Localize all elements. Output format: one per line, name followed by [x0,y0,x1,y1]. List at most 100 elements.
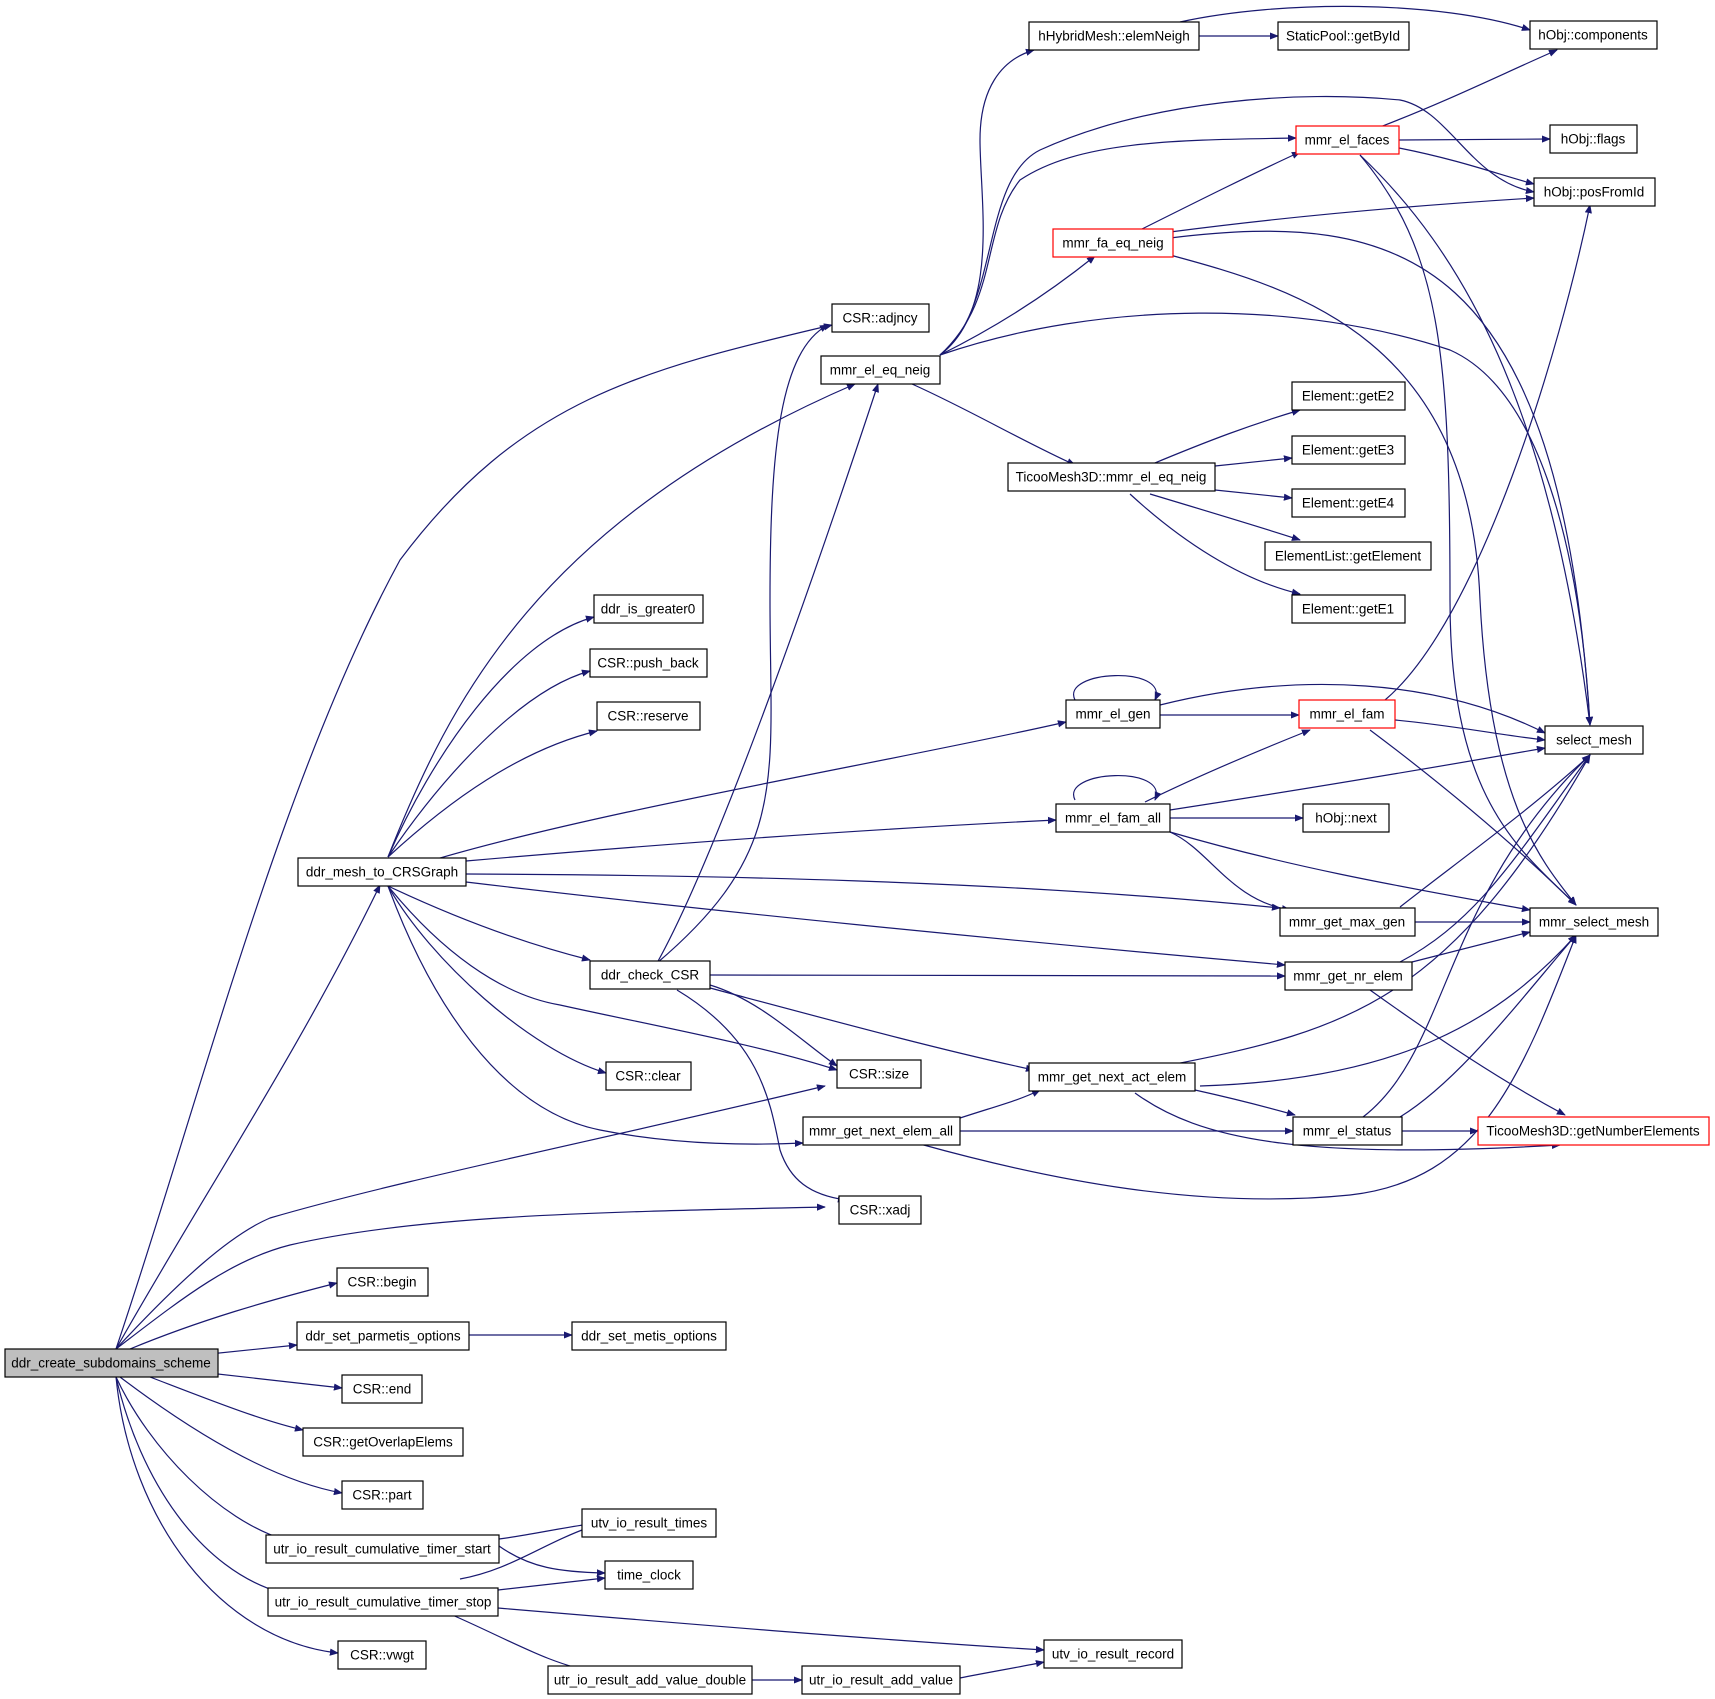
node-csr-reserve[interactable]: CSR::reserve [596,701,701,731]
svg-text:hObj::next: hObj::next [1315,811,1377,826]
node-utv-io-result-times[interactable]: utv_io_result_times [581,1508,717,1538]
edge-fa-mmr-el-faces [1139,151,1301,231]
svg-text:Element::getE4: Element::getE4 [1302,496,1395,511]
svg-text:TicooMesh3D::getNumberElements: TicooMesh3D::getNumberElements [1486,1124,1700,1139]
edge-root-ddr-mesh-to-crsgraph [115,884,381,1350]
edge-faces-mmr-select-mesh [1359,154,1577,906]
node-ddr-set-parmetis-options[interactable]: ddr_set_parmetis_options [296,1321,470,1351]
edge-mesh-ddr-is-greater0 [387,615,595,858]
node-csr-getoverlapelems[interactable]: CSR::getOverlapElems [302,1427,464,1457]
node-select-mesh[interactable]: select_mesh [1544,725,1644,755]
node-time-clock[interactable]: time_clock [604,1560,694,1590]
node-hhybrid-elemneigh[interactable]: hHybridMesh::elemNeigh [1028,21,1200,51]
edge-check-mmr-get-next-act-elem [709,987,1035,1072]
node-hobj-flags[interactable]: hObj::flags [1549,124,1638,154]
edge-mesh-csr-size [387,885,838,1071]
edge-ticoo-gete4 [1214,489,1293,501]
node-mmr-select-mesh[interactable]: mmr_select_mesh [1529,907,1659,937]
node-staticpool-getbyid[interactable]: StaticPool::getById [1277,21,1410,51]
edge-next-all-next-act [959,1089,1041,1119]
svg-text:ddr_set_parmetis_options: ddr_set_parmetis_options [305,1329,461,1344]
node-csr-adjncy[interactable]: CSR::adjncy [831,303,930,333]
node-mmr-el-fam[interactable]: mmr_el_fam [1298,699,1396,729]
node-mmr-el-eq-neig[interactable]: mmr_el_eq_neig [820,355,941,385]
node-mmr-el-fam-all[interactable]: mmr_el_fam_all [1055,803,1171,833]
edge-eq-neig-select-mesh [939,312,1594,726]
edge-fam-select-mesh [1394,719,1546,743]
node-csr-end[interactable]: CSR::end [341,1374,423,1404]
node-elementlist-getelement[interactable]: ElementList::getElement [1264,541,1432,571]
node-csr-size[interactable]: CSR::size [836,1059,922,1089]
node-csr-clear[interactable]: CSR::clear [605,1061,692,1091]
svg-text:hHybridMesh::elemNeigh: hHybridMesh::elemNeigh [1038,29,1190,44]
node-ticoo-mmr-el-eq-neig[interactable]: TicooMesh3D::mmr_el_eq_neig [1007,462,1216,492]
node-mmr-el-status[interactable]: mmr_el_status [1292,1116,1403,1146]
svg-text:CSR::end: CSR::end [353,1382,412,1397]
edge-hhybrid-components [1179,5,1531,31]
node-element-gete3[interactable]: Element::getE3 [1291,435,1406,465]
svg-text:mmr_get_next_act_elem: mmr_get_next_act_elem [1038,1070,1187,1085]
edge-root-csr-begin [129,1281,338,1350]
edge-root-csr-adjncy [115,323,833,1350]
edge-fam-all-max-gen [1169,831,1291,913]
node-ddr-mesh-to-crsgraph[interactable]: ddr_mesh_to_CRSGraph [297,857,467,887]
node-hobj-components[interactable]: hObj::components [1529,20,1658,50]
edge-ticoo-gete2 [1149,408,1301,466]
edge-faces-components [1379,49,1558,128]
edge-fam-all-select-mesh [1169,745,1546,811]
edge-fa-select-mesh [1169,230,1594,726]
edge-ticoo-elementlist [1149,493,1301,541]
edge-eq-neig-mmr-fa-eq-neig [939,255,1096,356]
node-mmr-el-gen[interactable]: mmr_el_gen [1065,699,1161,729]
svg-text:utr_io_result_cumulative_timer: utr_io_result_cumulative_timer_stop [275,1595,492,1610]
node-csr-part[interactable]: CSR::part [341,1480,424,1510]
edge-mesh-csr-push-back [387,669,591,858]
edge-check-mmr-get-nr-elem [709,972,1286,980]
edge-timer-stop-utv-times [459,1526,591,1580]
node-ddr-set-metis-options[interactable]: ddr_set_metis_options [571,1321,727,1351]
node-mmr-get-next-elem-all[interactable]: mmr_get_next_elem_all [802,1116,961,1146]
svg-text:ddr_is_greater0: ddr_is_greater0 [601,602,696,617]
node-mmr-get-max-gen[interactable]: mmr_get_max_gen [1279,907,1416,937]
edge-fam-posfromid [1384,204,1592,701]
node-element-gete2[interactable]: Element::getE2 [1291,381,1406,411]
node-mmr-fa-eq-neig[interactable]: mmr_fa_eq_neig [1052,228,1174,258]
node-hobj-posfromid[interactable]: hObj::posFromId [1533,177,1656,207]
node-ddr-is-greater0[interactable]: ddr_is_greater0 [593,594,704,624]
edge-el-gen-select-mesh [1159,683,1546,734]
edge-root-utr-timer-start [115,1376,286,1542]
edge-check-mmr-el-eq-neig [656,383,879,964]
edge-mesh-ddr-check-csr [387,885,591,962]
svg-text:StaticPool::getById: StaticPool::getById [1286,29,1400,44]
edge-fam-all-el-fam [1144,729,1311,803]
node-utr-timer-start[interactable]: utr_io_result_cumulative_timer_start [265,1534,500,1564]
edge-eq-neig-ticoo-eq-neig [911,383,1076,466]
edge-el-gen-self [1073,675,1162,701]
svg-text:CSR::reserve: CSR::reserve [607,709,688,724]
node-ddr-check-csr[interactable]: ddr_check_CSR [589,960,711,990]
node-mmr-el-faces[interactable]: mmr_el_faces [1295,125,1400,155]
svg-text:CSR::adjncy: CSR::adjncy [842,311,917,326]
node-hobj-next[interactable]: hObj::next [1302,803,1390,833]
node-root[interactable]: ddr_create_subdomains_scheme [4,1348,219,1378]
node-csr-xadj[interactable]: CSR::xadj [838,1195,922,1225]
svg-text:utv_io_result_times: utv_io_result_times [591,1516,708,1531]
node-csr-push-back[interactable]: CSR::push_back [589,648,708,678]
edge-next-act-ticoo-getnum [1134,1092,1561,1151]
node-element-gete4[interactable]: Element::getE4 [1291,488,1406,518]
node-csr-begin[interactable]: CSR::begin [336,1267,429,1297]
edge-timer-stop-time-clock [497,1575,606,1591]
edge-eq-neig-mmr-el-faces [939,134,1297,356]
node-utr-add-value-double[interactable]: utr_io_result_add_value_double [547,1665,753,1695]
node-csr-vwgt[interactable]: CSR::vwgt [337,1640,427,1670]
node-mmr-get-nr-elem[interactable]: mmr_get_nr_elem [1284,961,1413,991]
node-utr-timer-stop[interactable]: utr_io_result_cumulative_timer_stop [267,1587,499,1617]
node-utv-io-result-record[interactable]: utv_io_result_record [1043,1639,1183,1669]
node-utr-add-value[interactable]: utr_io_result_add_value [801,1665,961,1695]
node-element-gete1[interactable]: Element::getE1 [1291,594,1406,624]
node-mmr-get-next-act-elem[interactable]: mmr_get_next_act_elem [1028,1062,1196,1092]
edge-eq-neig-hobj-posfromid [939,95,1535,356]
node-ticoo-getnumberelements[interactable]: TicooMesh3D::getNumberElements [1477,1116,1710,1146]
edge-mesh-mmr-get-next-elem-all [387,885,804,1147]
